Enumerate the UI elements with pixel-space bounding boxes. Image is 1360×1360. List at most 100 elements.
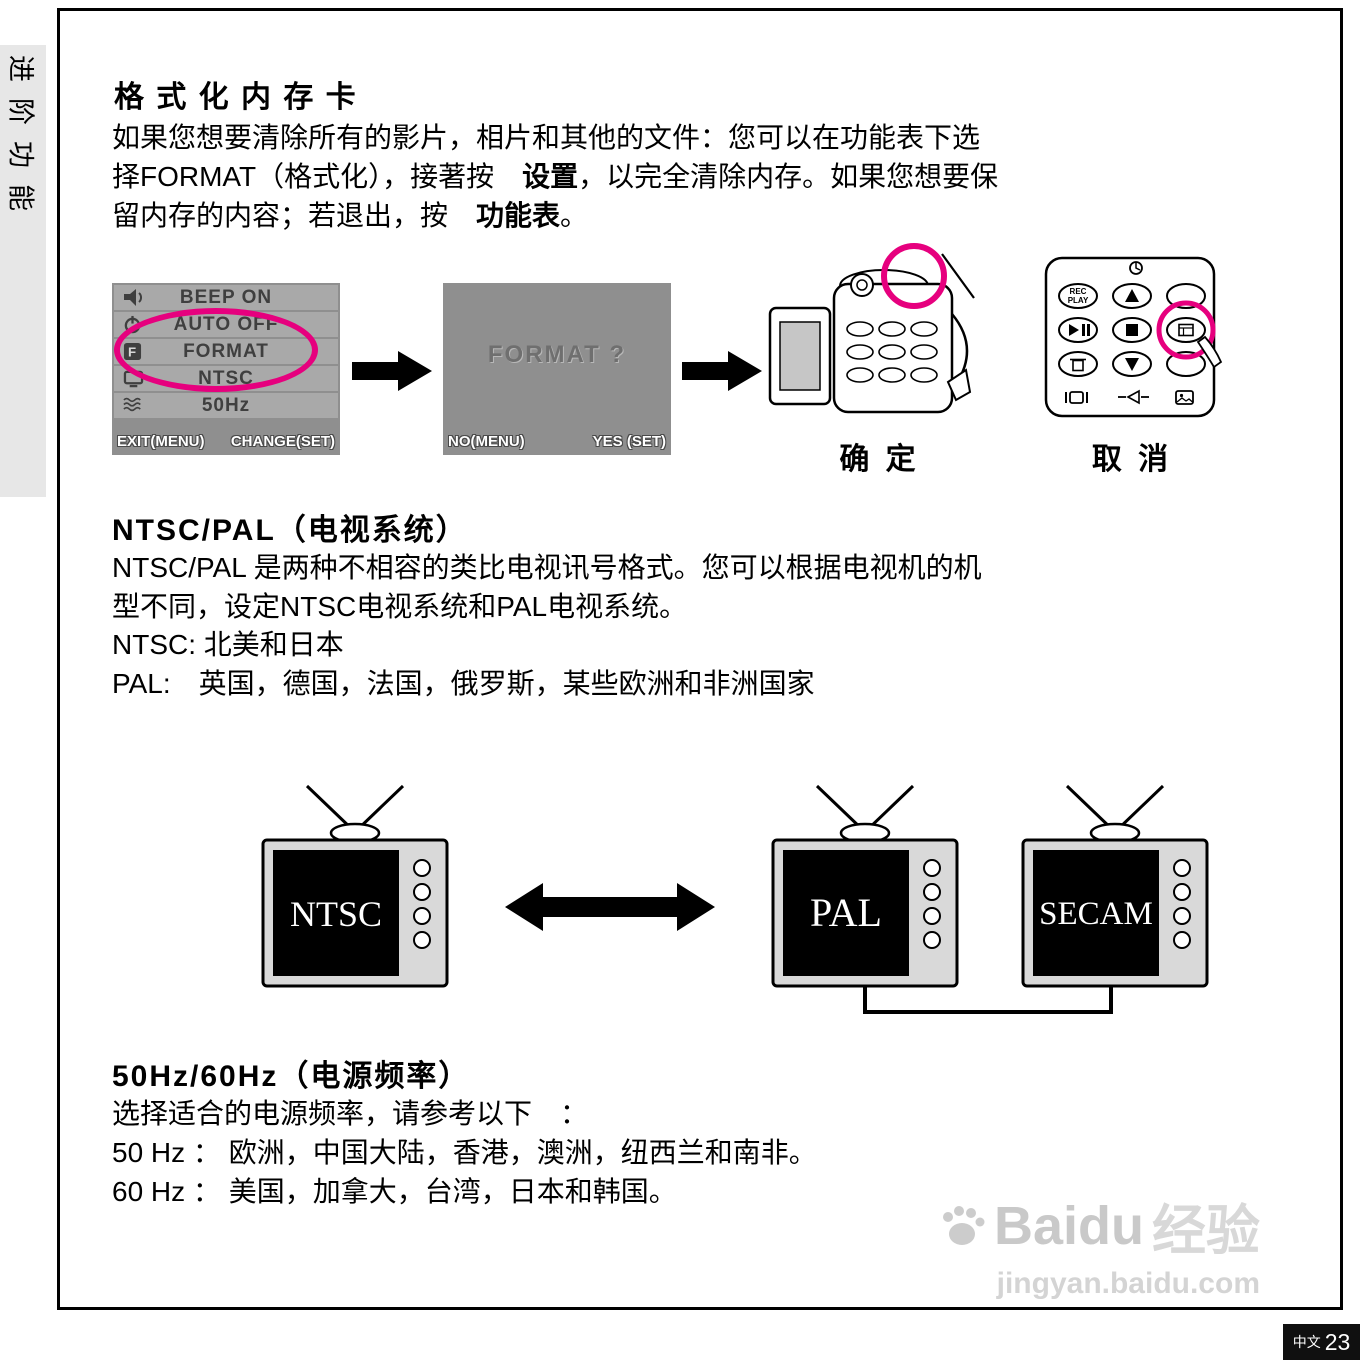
baidu-paw-icon bbox=[942, 1205, 985, 1245]
freq-60hz-label: 60 Hz ： bbox=[112, 1176, 221, 1207]
tv-screen bbox=[273, 850, 399, 976]
tv-knob bbox=[1173, 931, 1191, 949]
tv-knob bbox=[923, 883, 941, 901]
camcorder-stop-button bbox=[878, 344, 906, 360]
pal-secam-connector bbox=[863, 986, 1113, 1014]
pal-countries-line: PAL: 英国，德国，法国，俄罗斯，某些欧洲和非洲国家 bbox=[112, 662, 815, 702]
menu-footer-exit: EXIT(MENU) bbox=[117, 433, 205, 450]
zoom-button bbox=[1166, 283, 1206, 309]
confirm-footer-no: NO(MENU) bbox=[448, 433, 525, 450]
pal-tv-figure: PAL bbox=[771, 784, 959, 988]
confirm-highlight-circle bbox=[881, 243, 947, 309]
camcorder-down-button bbox=[878, 367, 906, 383]
arrow-right-icon bbox=[352, 351, 432, 391]
ntsc-value: 北美和日本 bbox=[203, 629, 344, 660]
freq-50hz-label: 50 Hz ： bbox=[112, 1137, 221, 1168]
confirm-label: 确 定 bbox=[839, 443, 920, 476]
cancel-highlight-circle bbox=[1156, 300, 1216, 360]
camcorder-body bbox=[832, 282, 954, 414]
tv-section-title: NTSC/PAL（电视系统） bbox=[112, 514, 468, 547]
pointer-hand bbox=[1196, 335, 1223, 369]
menu-item-50hz: 50Hz bbox=[114, 393, 338, 418]
tv-knob bbox=[413, 907, 431, 925]
cancel-label: 取 消 bbox=[1091, 443, 1173, 476]
speaker-icon bbox=[124, 289, 142, 306]
ntsc-label: NTSC: bbox=[112, 629, 196, 660]
frequency-icon bbox=[123, 397, 141, 412]
jingyan-wordmark: 经验 bbox=[1152, 1201, 1260, 1261]
camcorder-playpause-button bbox=[846, 344, 874, 360]
freq-60hz-value: 美国，加拿大，台湾，日本和韩国。 bbox=[228, 1176, 677, 1207]
set-button-word: 设置 bbox=[522, 161, 579, 192]
page-language: 中文 bbox=[1292, 1334, 1321, 1350]
confirm-screen-footer: NO(MENU) YES (SET) bbox=[448, 433, 666, 450]
sidebar-label: 进阶功能 bbox=[5, 55, 36, 227]
camcorder-speaker-button bbox=[910, 367, 938, 383]
tv-knob bbox=[1173, 883, 1191, 901]
timer-icon bbox=[1129, 261, 1143, 275]
tv-screen-label: PAL bbox=[810, 890, 882, 935]
camcorder-strap-tab bbox=[946, 368, 972, 402]
baidu-watermark: Baidu 经验 jingyan.baidu.com bbox=[930, 1186, 1260, 1301]
double-arrow-icon bbox=[505, 883, 715, 931]
format-section-title: 格 式 化 内 存 卡 bbox=[114, 81, 358, 114]
camcorder-figure bbox=[768, 243, 975, 414]
menu-screen: BEEP ON AUTO OFF F FORMAT NTSC bbox=[112, 283, 340, 455]
format-line2-pre: 择FORMAT（格式化），接著按 bbox=[112, 161, 523, 192]
tv-knob bbox=[413, 859, 431, 877]
camcorder-lens bbox=[856, 279, 868, 291]
tv-screen bbox=[783, 850, 909, 976]
format-prompt: FORMAT ? bbox=[487, 341, 627, 368]
rec-play-button: REC PLAY bbox=[1058, 283, 1098, 309]
camcorder-recplay-button bbox=[846, 321, 874, 337]
tv-body-line2: 型不同，设定NTSC电视系统和PAL电视系统。 bbox=[112, 591, 688, 622]
ntsc-countries-line: NTSC: 北美和日本 bbox=[112, 623, 344, 663]
menu-screen-footer: EXIT(MENU) CHANGE(SET) bbox=[117, 433, 335, 450]
sidebar-tab: 进阶功能 bbox=[0, 45, 46, 497]
remote-control-figure: REC PLAY bbox=[1044, 256, 1223, 418]
display-icon bbox=[1065, 391, 1088, 404]
down-button bbox=[1112, 351, 1152, 377]
page-border bbox=[57, 8, 1343, 1310]
format-body-line2: 择FORMAT（格式化），接著按 设置，以完全清除内存。如果您想要保 bbox=[112, 155, 998, 195]
tv-knob bbox=[1173, 859, 1191, 877]
menu-item-beep: BEEP ON bbox=[114, 285, 338, 310]
tv-knob bbox=[413, 931, 431, 949]
svg-text:PLAY: PLAY bbox=[1068, 296, 1089, 305]
watermark-url: jingyan.baidu.com bbox=[996, 1267, 1260, 1300]
pal-value: 英国，德国，法国，俄罗斯，某些欧洲和非洲国家 bbox=[198, 668, 815, 699]
tv-body-line1: NTSC/PAL 是两种不相容的类比电视讯号格式。您可以根据电视机的机 bbox=[112, 552, 982, 583]
tv-knob bbox=[1173, 907, 1191, 925]
camcorder-lens-ring bbox=[850, 273, 874, 297]
page-number: 23 bbox=[1324, 1328, 1351, 1355]
svg-text:REC: REC bbox=[1070, 287, 1087, 296]
menu-footer-change: CHANGE(SET) bbox=[230, 433, 335, 450]
tv-knob bbox=[923, 907, 941, 925]
camcorder-lcd-screen bbox=[779, 321, 821, 391]
menu-item-label: BEEP ON bbox=[179, 286, 273, 308]
stop-button bbox=[1112, 317, 1152, 343]
confirm-footer-yes: YES (SET) bbox=[592, 433, 666, 450]
camcorder-up-button bbox=[878, 321, 906, 337]
baidu-wordmark: Baidu bbox=[993, 1195, 1144, 1256]
up-button bbox=[1112, 283, 1152, 309]
format-highlight-ellipse bbox=[114, 308, 318, 392]
camcorder-zoom-button bbox=[910, 321, 938, 337]
ntsc-tv-figure: NTSC bbox=[261, 784, 449, 988]
photo-icon bbox=[1175, 390, 1194, 405]
delete-button bbox=[1058, 351, 1098, 377]
tv-screen-label: NTSC bbox=[290, 894, 382, 934]
tv-knob bbox=[413, 883, 431, 901]
tv-screen bbox=[1033, 850, 1159, 976]
tv-knob bbox=[923, 859, 941, 877]
baidu-logo: Baidu 经验 bbox=[930, 1186, 1260, 1265]
pal-label: PAL: bbox=[112, 668, 171, 699]
freq-section-title: 50Hz/60Hz（电源频率） bbox=[112, 1060, 471, 1093]
pointer-stylus bbox=[941, 253, 975, 299]
tv-knob bbox=[923, 931, 941, 949]
page-number-box: 中文 23 bbox=[1283, 1324, 1360, 1360]
format-body-line3: 留内存的内容；若退出，按 功能表。 bbox=[112, 194, 588, 234]
photo-shutter-button bbox=[1166, 351, 1206, 377]
menu-button bbox=[1166, 317, 1206, 343]
